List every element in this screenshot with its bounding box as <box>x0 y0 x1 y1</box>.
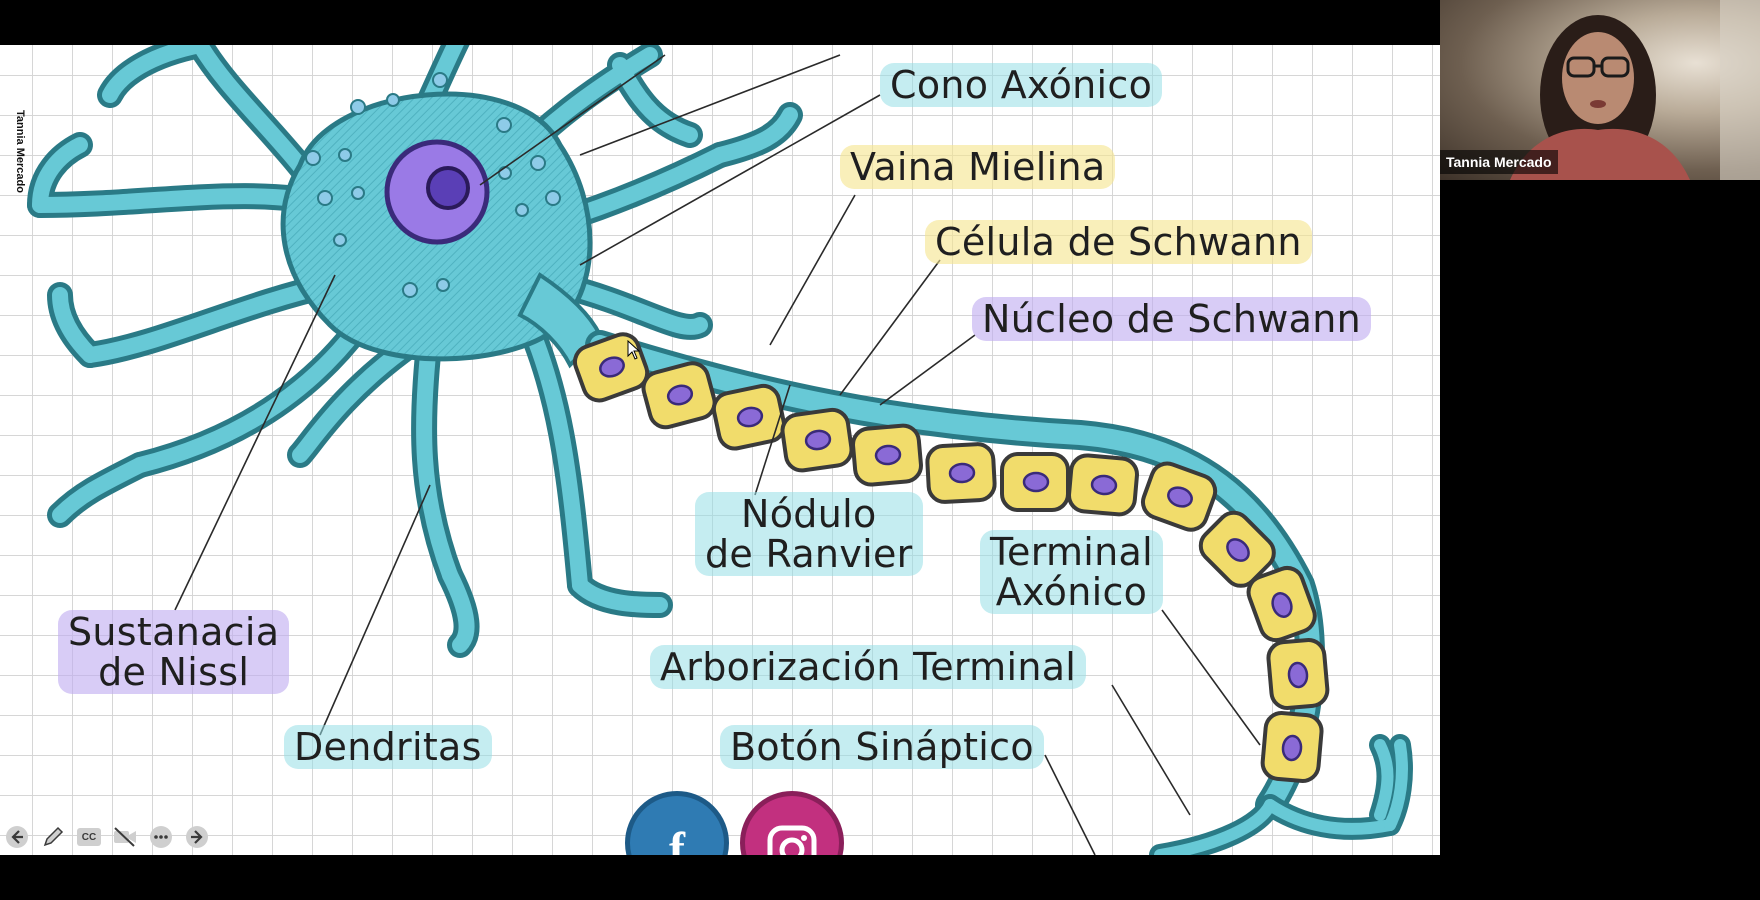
label-nodulo-ranvier: Nódulo de Ranvier <box>695 492 923 576</box>
myelin-segment <box>641 361 717 430</box>
arrow-left-icon <box>6 826 28 848</box>
cc-label: CC <box>81 831 97 843</box>
myelin-segment <box>780 407 854 473</box>
previous-slide-button[interactable] <box>4 824 30 850</box>
myelin-segment <box>1246 565 1317 643</box>
myelin-segment <box>851 423 923 487</box>
instagram-glyph <box>767 825 817 855</box>
label-vaina-mielina: Vaina Mielina <box>840 145 1116 189</box>
more-icon <box>150 826 172 848</box>
label-nodulo-line1: Nódulo <box>741 492 877 536</box>
myelin-segment <box>1067 453 1139 517</box>
mouse-cursor-icon <box>627 340 641 360</box>
label-sustancia-line2: de Nissl <box>98 650 250 694</box>
label-nucleo-schwann: Núcleo de Schwann <box>972 297 1371 341</box>
annotate-button[interactable] <box>40 824 66 850</box>
label-sustancia-line1: Sustanacia <box>68 610 280 654</box>
participant-name-tag: Tannia Mercado <box>1440 150 1558 174</box>
captions-button[interactable]: CC <box>76 824 102 850</box>
neuron-body <box>27 45 1413 855</box>
myelin-segment <box>1266 638 1330 710</box>
myelin-segment <box>1260 711 1324 783</box>
label-terminal-line2: Axónico <box>995 570 1148 614</box>
label-celula-schwann: Célula de Schwann <box>925 220 1312 264</box>
label-dendritas: Dendritas <box>284 725 492 769</box>
label-terminal-axonico: Terminal Axónico <box>980 530 1163 614</box>
arrow-right-icon <box>186 826 208 848</box>
label-terminal-line1: Terminal <box>990 530 1153 574</box>
myelin-segments <box>572 332 1330 783</box>
next-slide-button[interactable] <box>184 824 210 850</box>
label-sustancia-nissl: Sustanacia de Nissl <box>58 610 290 694</box>
video-off-button[interactable] <box>112 824 138 850</box>
cc-icon: CC <box>77 828 101 846</box>
presentation-toolbar: CC <box>4 824 210 850</box>
neuron-illustration <box>27 45 1413 855</box>
label-cono-axonico: Cono Axónico <box>880 63 1163 107</box>
myelin-segment <box>925 442 997 504</box>
myelin-segment <box>1198 510 1276 588</box>
label-arborizacion-terminal: Arborización Terminal <box>650 645 1087 689</box>
more-button[interactable] <box>148 824 174 850</box>
video-off-icon <box>114 827 136 847</box>
label-boton-sinaptico: Botón Sináptico <box>720 725 1044 769</box>
myelin-segment <box>711 383 787 451</box>
presenter-vertical-name: Tannia Mercado <box>14 110 26 193</box>
myelin-segment <box>1140 461 1218 532</box>
leader-lines <box>174 54 1261 855</box>
presentation-slide: Tannia Mercado Cono Axónico Vaina Mielin… <box>0 45 1440 855</box>
facebook-glyph: f <box>669 823 685 855</box>
label-nodulo-line2: de Ranvier <box>705 532 913 576</box>
participant-video-tile[interactable]: Tannia Mercado <box>1440 0 1760 180</box>
pencil-icon <box>43 826 64 847</box>
myelin-segment <box>1000 452 1070 512</box>
